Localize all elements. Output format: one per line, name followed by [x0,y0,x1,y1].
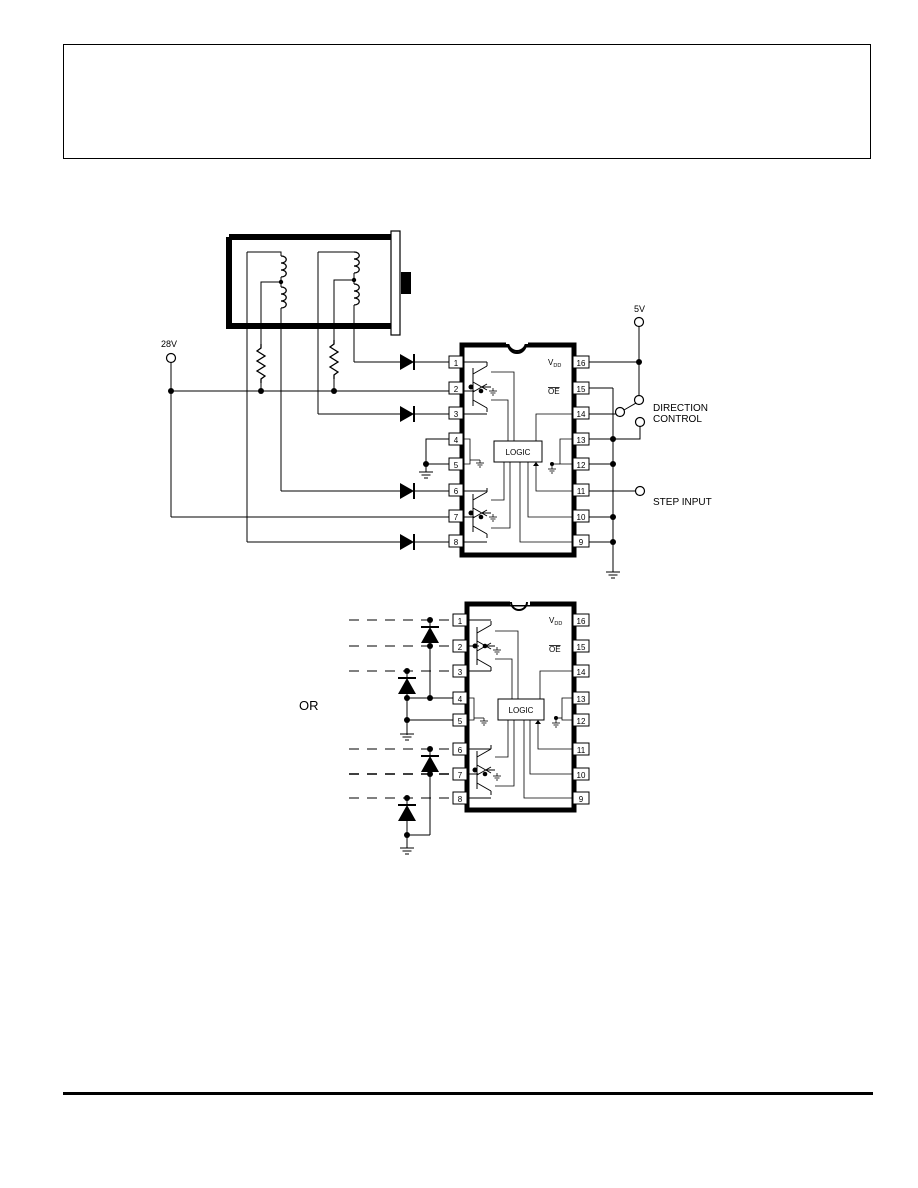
logic-label-main: LOGIC [506,448,531,457]
footer-rule [63,1092,873,1095]
svg-text:11: 11 [577,487,586,496]
ic-left-pins: 1 2 3 4 5 6 7 8 [448,355,464,548]
svg-text:3: 3 [458,668,463,677]
svg-text:15: 15 [577,643,586,652]
supply-28v-terminal [165,352,177,364]
svg-text:4: 4 [454,436,459,445]
direction-control-label-2: CONTROL [653,414,702,425]
svg-text:2: 2 [454,385,459,394]
svg-text:8: 8 [454,538,459,547]
supply-5v-label: 5V [634,304,645,314]
svg-text:14: 14 [577,410,586,419]
svg-text:10: 10 [577,513,586,522]
svg-text:13: 13 [577,695,586,704]
diode-alt-2 [397,677,417,695]
diode-pin8 [399,533,415,551]
svg-text:1: 1 [454,359,459,368]
oe-label-main: OE [548,387,560,396]
diode-pin6 [399,482,415,500]
ic-chip-main: 1 2 3 4 5 6 7 8 16 15 14 [448,339,590,558]
svg-text:5: 5 [458,717,463,726]
diode-pin3 [399,405,415,423]
svg-text:5: 5 [454,461,459,470]
step-input-label: STEP INPUT [653,497,712,508]
svg-text:4: 4 [458,695,463,704]
svg-text:14: 14 [577,668,586,677]
svg-text:7: 7 [454,513,459,522]
svg-text:9: 9 [579,795,584,804]
resistor-2 [329,339,339,380]
svg-text:15: 15 [577,385,586,394]
direction-control-label-1: DIRECTION [653,403,708,414]
svg-text:16: 16 [577,617,586,626]
svg-text:7: 7 [458,771,463,780]
supply-28v-label: 28V [161,339,177,349]
or-label: OR [299,698,319,713]
svg-text:10: 10 [577,771,586,780]
svg-text:6: 6 [458,746,463,755]
resistor-1 [256,343,266,384]
direction-switch-terminal [614,406,626,418]
ic-alt-right-pins: 16 15 14 13 12 11 10 9 [572,613,590,805]
svg-text:2: 2 [458,643,463,652]
logic-label-alt: LOGIC [509,706,534,715]
svg-text:12: 12 [577,717,586,726]
svg-text:1: 1 [458,617,463,626]
svg-text:13: 13 [577,436,586,445]
vdd-label-alt: VDD [549,616,562,627]
ground-symbol-main [605,565,621,579]
supply-5v-terminal [633,316,645,328]
diode-alt-1 [420,626,440,644]
svg-text:3: 3 [454,410,459,419]
ic-right-pins: 16 15 14 13 12 11 10 9 [572,355,590,548]
ic-chip-alt: 1 2 3 4 5 6 7 8 16 15 14 1 [452,599,590,813]
oe-label-alt: OE [549,645,561,654]
diode-alt-3 [420,755,440,773]
svg-text:11: 11 [577,746,586,755]
svg-text:9: 9 [579,538,584,547]
svg-text:12: 12 [577,461,586,470]
svg-text:8: 8 [458,795,463,804]
alt-circuit: OR 1 2 3 4 5 6 7 8 [299,599,590,855]
diode-pin1 [399,353,415,371]
diode-alt-4 [397,804,417,822]
step-input-terminal [634,485,646,497]
stepper-motor [226,230,411,542]
svg-text:6: 6 [454,487,459,496]
main-circuit: 28V [161,230,712,579]
ic-alt-left-pins: 1 2 3 4 5 6 7 8 [452,613,468,805]
svg-text:16: 16 [577,359,586,368]
vdd-label-main: VDD [548,358,561,369]
header-box [63,44,871,159]
